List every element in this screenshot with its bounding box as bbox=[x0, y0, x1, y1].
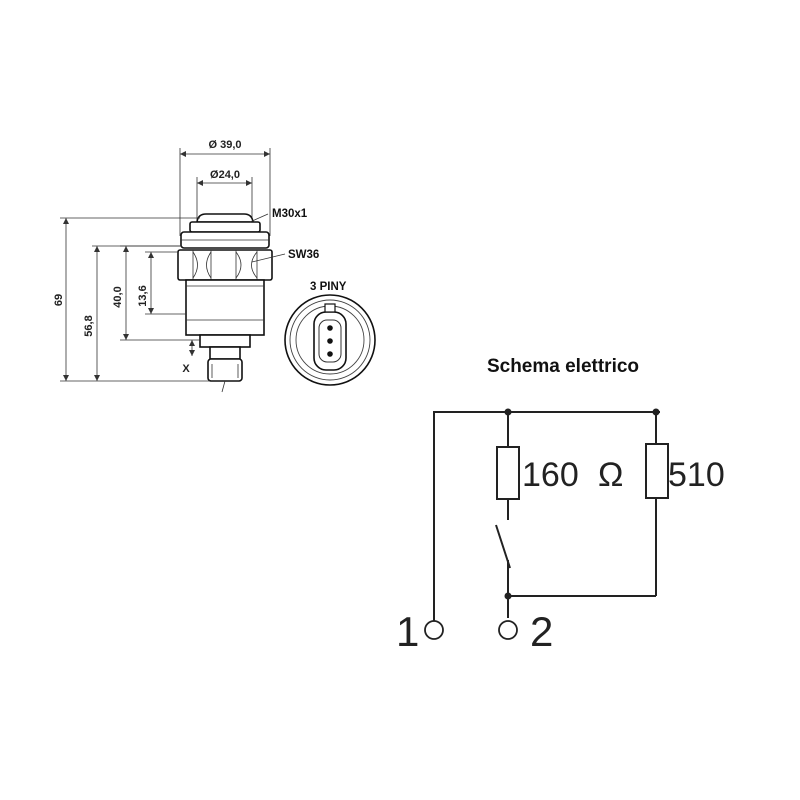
height-body-label: 56,8 bbox=[83, 315, 95, 336]
switch-side-view: Ø 39,0 Ø24,0 bbox=[53, 139, 319, 393]
resistor-510 bbox=[645, 443, 669, 499]
pin-2 bbox=[327, 338, 333, 344]
height-thread-label: 40,0 bbox=[112, 286, 124, 307]
electrical-schematic: Schema elettrico 160 Ω 510 1 2 bbox=[396, 356, 725, 655]
stroke-label: X bbox=[182, 363, 190, 375]
connector-callout: 3 PINY bbox=[310, 281, 347, 293]
terminal-2-label: 2 bbox=[530, 608, 553, 655]
height-total-label: 69 bbox=[53, 294, 65, 306]
height-nut-label: 13,6 bbox=[137, 285, 149, 306]
terminal-1-label: 1 bbox=[396, 608, 419, 655]
thread-callout: M30x1 bbox=[272, 208, 308, 220]
resistor-160-value: 160 bbox=[522, 456, 579, 494]
resistor-160-unit: Ω bbox=[598, 456, 623, 494]
connector-front-view: 3 PINY bbox=[284, 281, 376, 386]
pin-3 bbox=[327, 351, 333, 357]
schematic-title: Schema elettrico bbox=[487, 356, 639, 377]
resistor-160 bbox=[496, 446, 520, 500]
inner-diameter-label: Ø24,0 bbox=[210, 169, 240, 181]
terminal-2 bbox=[498, 620, 518, 640]
resistor-510-value: 510 bbox=[668, 456, 725, 494]
terminal-1 bbox=[424, 620, 444, 640]
outer-diameter-label: Ø 39,0 bbox=[208, 139, 241, 151]
pin-1 bbox=[327, 325, 333, 331]
wrench-callout: SW36 bbox=[288, 249, 319, 261]
